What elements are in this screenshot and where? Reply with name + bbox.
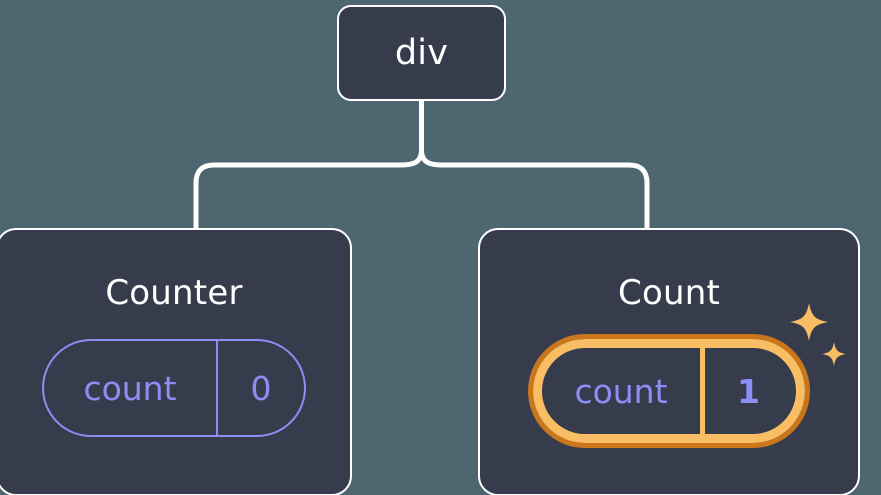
sparkle-icon bbox=[790, 303, 828, 341]
state-key-label: count bbox=[574, 371, 668, 411]
counter-state-wrap: count 0 bbox=[42, 339, 306, 437]
state-pill-count-updated[interactable]: count 1 bbox=[528, 334, 810, 448]
sparkle-small-icon bbox=[822, 342, 846, 366]
node-counter[interactable]: Counter count 0 bbox=[0, 228, 352, 495]
state-pill-count[interactable]: count 0 bbox=[42, 339, 306, 437]
edge-to-count bbox=[419, 147, 650, 233]
state-key-label: count bbox=[83, 368, 177, 408]
state-value-label: 0 bbox=[216, 341, 304, 435]
node-div-label: div bbox=[394, 32, 449, 73]
state-value-label: 1 bbox=[700, 348, 792, 434]
count-state-wrap: count 1 bbox=[528, 303, 846, 448]
node-counter-title: Counter bbox=[105, 273, 243, 313]
node-count-title: Count bbox=[618, 273, 720, 313]
node-div[interactable]: div bbox=[337, 5, 506, 101]
node-count[interactable]: Count count 1 bbox=[478, 228, 860, 495]
edge-to-counter bbox=[193, 147, 424, 233]
